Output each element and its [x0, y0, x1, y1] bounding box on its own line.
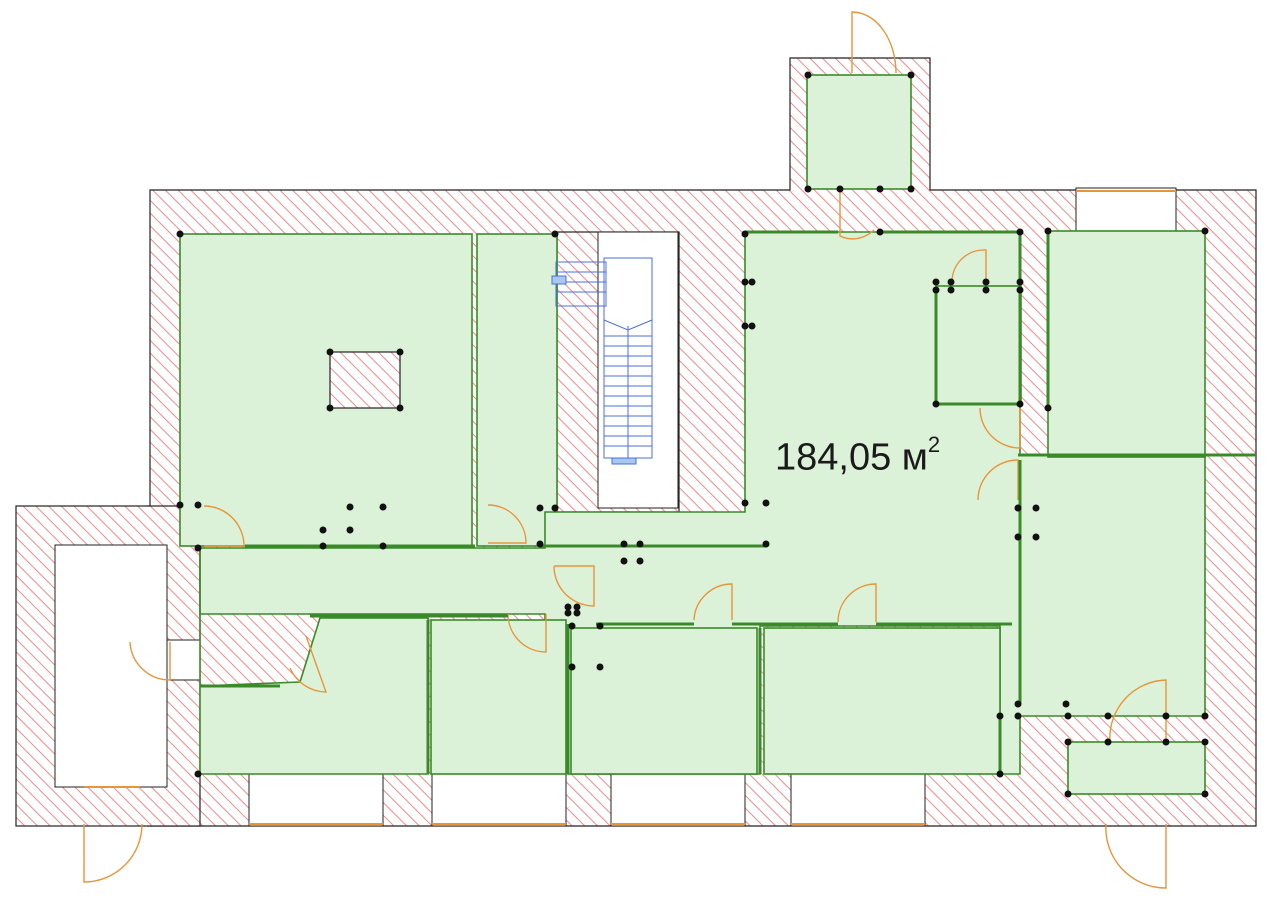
- room-entry-bottom-right: [1067, 741, 1206, 795]
- window-bottom-2: [431, 773, 567, 827]
- door-swing-icon: [129, 641, 171, 681]
- door-swing-icon: [553, 565, 595, 607]
- total-area-value: 184,05 м: [775, 436, 928, 479]
- room-narrow-office: [476, 233, 558, 547]
- room-small-inner: [935, 285, 1022, 405]
- door-swing-icon: [977, 459, 1019, 501]
- door-swing-icon: [839, 190, 875, 240]
- door-swing-icon: [487, 504, 527, 544]
- door-swing-icon: [203, 505, 245, 547]
- door-swing-icon: [1109, 679, 1167, 743]
- stair-core: [597, 231, 679, 509]
- door-swing-icon: [1105, 823, 1167, 889]
- room-bottom-4: [763, 627, 1001, 775]
- window-bottom-4: [790, 773, 926, 827]
- stair-icon: [551, 257, 653, 465]
- partitions: [200, 230, 1256, 774]
- room-bottom-2: [430, 619, 567, 775]
- total-area-label: 184,05 м2: [775, 432, 940, 480]
- room-office-large: [179, 233, 473, 547]
- door-swing-icon: [851, 11, 897, 74]
- door-swings: [83, 11, 1167, 889]
- door-swing-icon: [83, 823, 143, 883]
- room-vestibule-top: [806, 74, 912, 190]
- window-openings: [54, 187, 1177, 827]
- node-markers: [176, 71, 1209, 798]
- window-sills: [84, 190, 1176, 825]
- room-bottom-3: [570, 627, 758, 775]
- annex-storage: [54, 544, 168, 788]
- door-swing-icon: [507, 613, 547, 653]
- annex-door-gap: [166, 639, 201, 681]
- window-top-right: [1075, 187, 1177, 233]
- rooms: [179, 74, 1206, 795]
- door-swing-icon: [693, 583, 733, 621]
- door-swing-icon: [979, 407, 1021, 449]
- total-area-exponent: 2: [927, 432, 941, 457]
- door-swing-icon: [289, 635, 327, 693]
- window-bottom-1: [248, 773, 384, 827]
- column-icon: [329, 351, 401, 409]
- window-bottom-3: [610, 773, 746, 827]
- door-swing-icon: [837, 583, 877, 623]
- room-top-right: [1047, 230, 1206, 458]
- door-swing-icon: [951, 249, 987, 283]
